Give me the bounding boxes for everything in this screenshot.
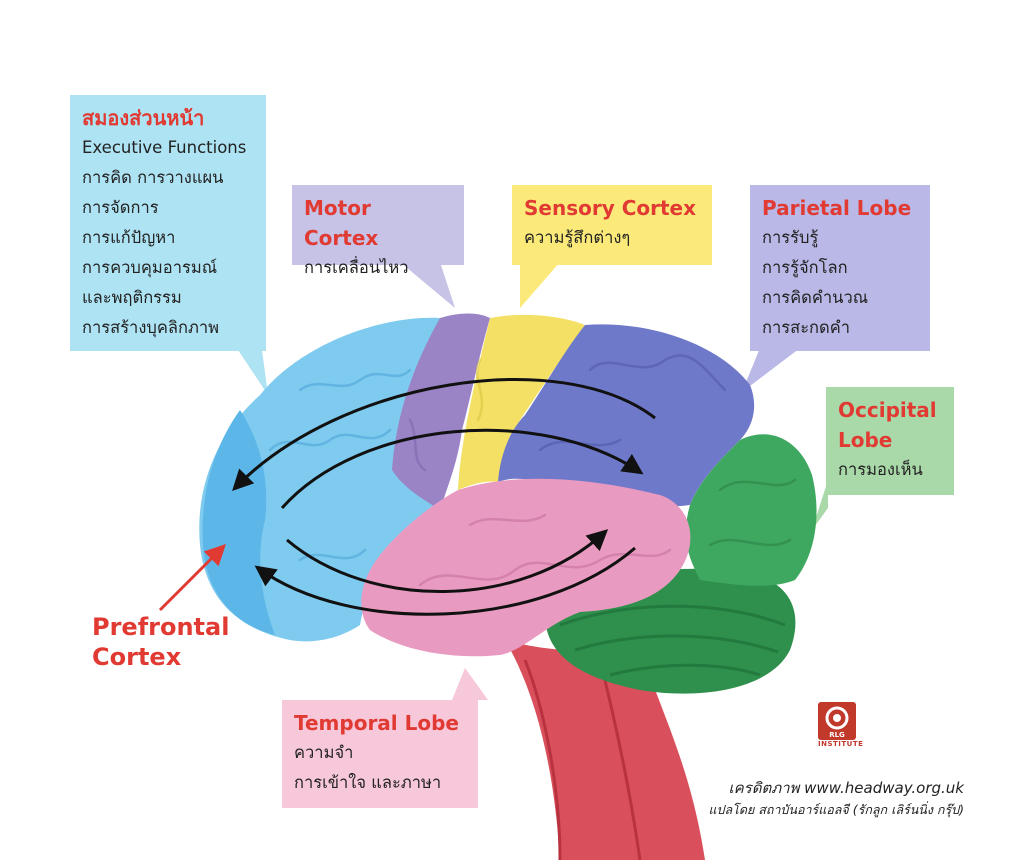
cerebellum-fold <box>559 604 786 627</box>
occipital-callout: Occipital Lobe การมองเห็น <box>826 387 954 495</box>
arrow-parietal-to-prefrontal <box>232 378 656 492</box>
rlg-institute-logo: RLG INSTITUTE <box>818 702 864 748</box>
brainstem <box>505 640 705 860</box>
arrow-prefrontal-to-parietal <box>280 428 644 509</box>
brainstem-groove <box>598 659 642 860</box>
cerebellum-fold <box>609 663 761 677</box>
occipital-callout-line: การมองเห็น <box>838 460 923 479</box>
logo-text: RLG <box>829 731 845 739</box>
temporal-lobe <box>361 478 691 657</box>
motor-callout: Motor Cortex การเคลื่อนไหว <box>292 185 464 277</box>
temporal-callout-tail <box>452 668 488 700</box>
logo-subtext: INSTITUTE <box>818 740 864 748</box>
connection-arrows <box>232 378 656 616</box>
frontal-callout: สมองส่วนหน้า Executive Functions การคิด … <box>70 95 266 351</box>
temporal-callout-title: Temporal Lobe <box>294 711 459 735</box>
prefrontal-pointer-arrow <box>158 544 226 612</box>
arrow-temporal-to-prefrontal <box>254 546 636 616</box>
parietal-callout-line: การรับรู้ <box>762 228 819 247</box>
motor-callout-title: Motor Cortex <box>304 196 379 250</box>
frontal-callout-line: Executive Functions <box>82 138 247 157</box>
image-credit: เครดิตภาพ www.headway.org.uk <box>728 779 965 797</box>
frontal-callout-line: การสร้างบุคลิกภาพ <box>82 318 220 337</box>
temporal-callout-line: การเข้าใจ และภาษา <box>294 773 442 792</box>
rlg-logo-mark: RLG <box>818 702 856 740</box>
parietal-callout-line: การสะกดคำ <box>762 318 851 337</box>
translation-credit: แปลโดย สถาบันอาร์แอลจี (รักลูก เลิร์นนิ่… <box>708 802 964 817</box>
parietal-callout: Parietal Lobe การรับรู้ การรู้จักโลก การ… <box>750 185 930 351</box>
parietal-lobe <box>498 324 755 507</box>
parietal-callout-line: การคิดคำนวณ <box>762 288 869 307</box>
sensory-callout: Sensory Cortex ความรู้สึกต่างๆ <box>512 185 712 265</box>
sensory-cortex <box>458 314 585 490</box>
sensory-callout-tail <box>520 262 560 308</box>
motor-callout-line: การเคลื่อนไหว <box>304 258 409 277</box>
frontal-callout-tail <box>238 350 268 395</box>
motor-callout-tail <box>400 262 455 308</box>
cerebellum-fold <box>574 634 779 654</box>
temporal-callout: Temporal Lobe ความจำ การเข้าใจ และภาษา <box>282 700 478 808</box>
occipital-callout-title: Occipital Lobe <box>838 398 937 452</box>
temporal-callout-line: ความจำ <box>294 743 354 762</box>
occipital-lobe <box>685 434 817 586</box>
parietal-callout-line: การรู้จักโลก <box>762 258 848 277</box>
frontal-callout-line: การแก้ปัญหา <box>82 228 176 247</box>
frontal-callout-line: และพฤติกรรม <box>82 288 182 307</box>
frontal-callout-line: การควบคุมอารมณ์ <box>82 258 218 277</box>
frontal-callout-title: สมองส่วนหน้า <box>82 106 205 130</box>
arrow-prefrontal-to-temporal <box>286 529 609 593</box>
spiral-icon <box>825 706 849 730</box>
sensory-callout-title: Sensory Cortex <box>524 196 697 220</box>
prefrontal-cortex-label: Prefrontal Cortex <box>92 613 230 671</box>
frontal-callout-line: การคิด การวางแผน <box>82 168 224 187</box>
sensory-callout-line: ความรู้สึกต่างๆ <box>524 228 631 247</box>
parietal-callout-tail <box>742 348 800 392</box>
frontal-callout-line: การจัดการ <box>82 198 159 217</box>
parietal-callout-title: Parietal Lobe <box>762 196 912 220</box>
brainstem-groove <box>523 659 562 860</box>
